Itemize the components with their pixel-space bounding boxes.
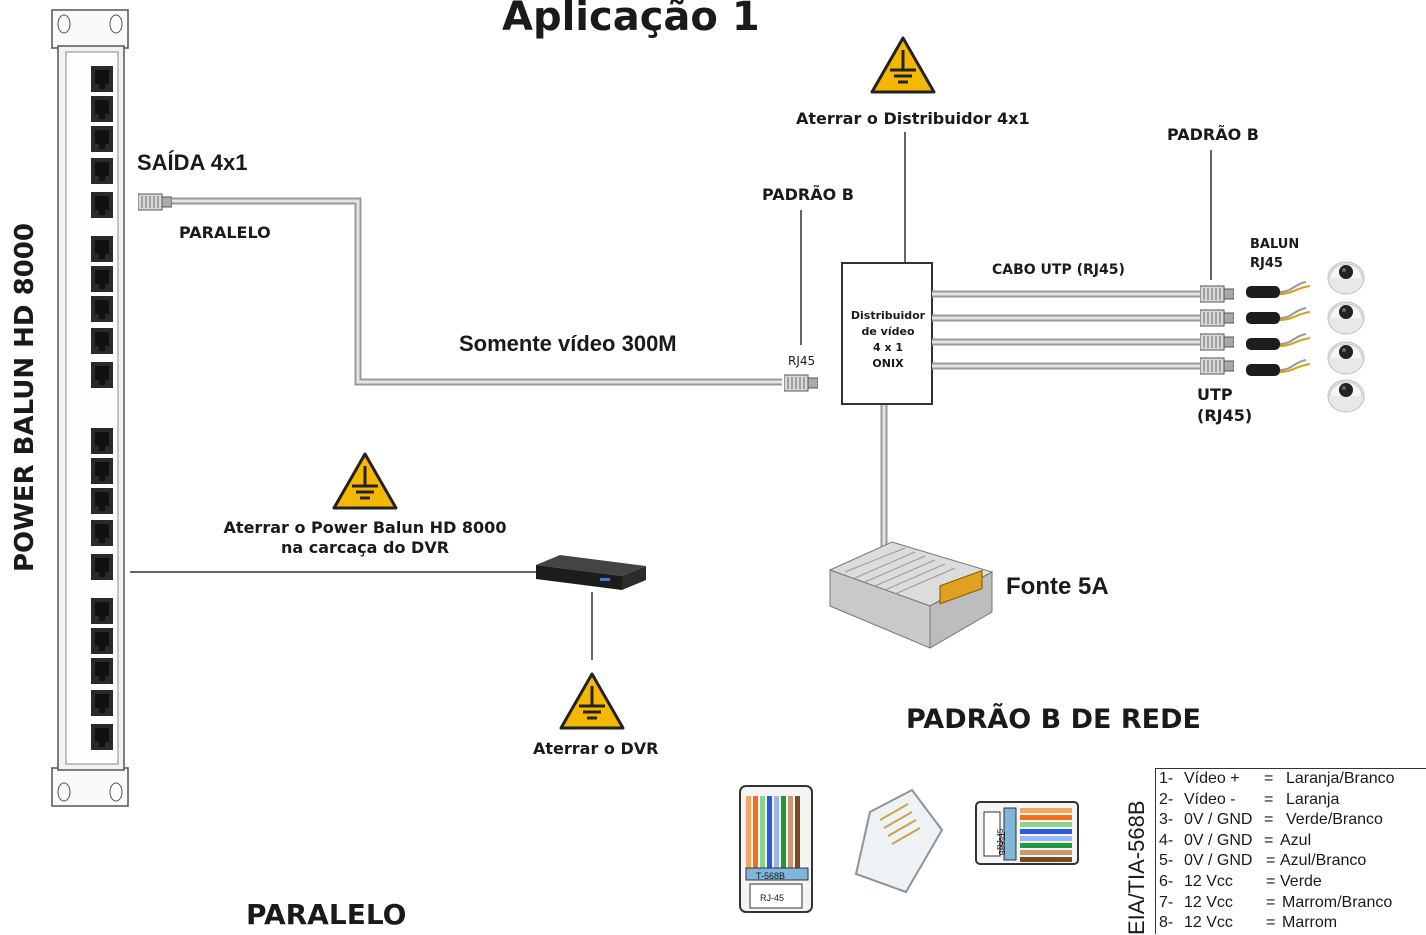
rj45-plug-icon — [854, 788, 944, 894]
pinout-row: 1- Vídeo + = Laranja/Branco — [1156, 769, 1426, 790]
distributor-label: Distribuidor de vídeo 4 x 1 ONIX — [842, 308, 934, 372]
pinout-row: 2- Vídeo - = Laranja — [1156, 790, 1426, 811]
pin-number: 8- — [1159, 914, 1174, 932]
ground-warning-icon — [870, 36, 936, 94]
pin-color: Azul — [1280, 831, 1312, 849]
utp-label: UTP — [1197, 385, 1233, 404]
pinout-standard-label: EIA/TIA-568B — [1124, 800, 1149, 935]
pin-signal: Vídeo - — [1184, 790, 1236, 808]
pin-signal: 0V / GND — [1184, 831, 1253, 849]
pin-number: 4- — [1159, 831, 1174, 849]
network-header: PADRÃO B DE REDE — [906, 704, 1201, 735]
pin-color: Verde/Branco — [1286, 811, 1383, 829]
balun-label-2: RJ45 — [1250, 256, 1283, 271]
ground-distributor-label: Aterrar o Distribuidor 4x1 — [796, 109, 1030, 128]
padrao-b-label-left: PADRÃO B — [762, 185, 854, 204]
power-supply-label: Fonte 5A — [1006, 573, 1109, 600]
utp-plug — [1200, 333, 1234, 351]
ground-warning-icon — [559, 672, 625, 730]
pin-separator: = — [1264, 811, 1274, 829]
pin-signal: 0V / GND — [1184, 811, 1253, 829]
pin-number: 5- — [1159, 852, 1174, 870]
distributor-line: de vídeo — [861, 325, 915, 338]
balun-icon — [1245, 359, 1311, 377]
page-title: Aplicação 1 — [502, 0, 760, 40]
balun-icon — [1245, 281, 1311, 299]
pin-number: 1- — [1159, 770, 1174, 787]
utp-plug — [1200, 357, 1234, 375]
power-supply-icon — [828, 541, 994, 649]
pinout-row: 7- 12 Vcc = Marrom/Branco — [1156, 893, 1426, 914]
pin-signal: Vídeo + — [1184, 770, 1240, 787]
balun-icon — [1245, 333, 1311, 351]
ground-power-balun-label: Aterrar o Power Balun HD 8000 na carcaça… — [200, 518, 530, 558]
rj45-side-icon — [975, 801, 1079, 865]
pinout-table: 1- Vídeo + = Laranja/Branco 2- Vídeo - =… — [1155, 768, 1426, 934]
video-cable — [170, 197, 782, 386]
pin-separator: = — [1266, 852, 1276, 870]
distributor-line: Distribuidor — [850, 309, 926, 322]
output-label: SAÍDA 4x1 — [137, 150, 248, 175]
pin-number: 2- — [1159, 790, 1174, 808]
pin-signal: 12 Vcc — [1184, 893, 1233, 911]
rj45-plug — [784, 374, 818, 392]
pin-separator: = — [1264, 770, 1274, 787]
pin-number: 3- — [1159, 811, 1174, 829]
pin-signal: 12 Vcc — [1184, 872, 1233, 890]
distributor-box — [841, 262, 933, 405]
pin-color: Marrom — [1282, 914, 1338, 932]
pinout-row: 3- 0V / GND = Verde/Branco — [1156, 810, 1426, 831]
connector-standard-label: T-568B — [756, 871, 786, 881]
cabo-utp-label: CABO UTP (RJ45) — [992, 262, 1125, 278]
pinout-row: 6- 12 Vcc = Verde — [1156, 872, 1426, 893]
video-cable-label: Somente vídeo 300M — [459, 331, 677, 356]
balun-icon — [1245, 307, 1311, 325]
pin-signal: 12 Vcc — [1184, 914, 1233, 932]
utp-label-2: (RJ45) — [1197, 406, 1253, 425]
rj45-tag: RJ45 — [788, 354, 816, 368]
camera-icon — [1327, 301, 1365, 335]
camera-icon — [1327, 261, 1365, 295]
rj45-front-icon — [739, 785, 813, 913]
utp-plug — [1200, 309, 1234, 327]
pin-color: Verde — [1280, 872, 1322, 890]
pin-color: Laranja — [1286, 790, 1340, 808]
pinout-row: 8- 12 Vcc = Marrom — [1156, 913, 1426, 934]
utp-cables — [932, 290, 1200, 370]
distributor-line: ONIX — [872, 357, 904, 370]
pin-separator: = — [1266, 893, 1276, 911]
device-label: POWER BALUN HD 8000 — [10, 223, 40, 572]
power-balun-panel — [51, 9, 129, 807]
pin-separator: = — [1264, 831, 1274, 849]
bottom-label: PARALELO — [246, 898, 407, 931]
pin-color: Laranja/Branco — [1286, 770, 1395, 787]
pin-number: 7- — [1159, 893, 1174, 911]
camera-icon — [1327, 341, 1365, 375]
ground-power-balun-line: na carcaça do DVR — [280, 538, 450, 557]
ground-power-balun-line: Aterrar o Power Balun HD 8000 — [223, 518, 507, 537]
camera-icon — [1327, 379, 1365, 413]
pinout-row: 5- 0V / GND = Azul/Branco — [1156, 851, 1426, 872]
output-plug — [138, 193, 172, 211]
output-mode-label: PARALELO — [179, 223, 271, 242]
utp-plug — [1200, 285, 1234, 303]
dvr-icon — [536, 555, 646, 590]
pin-number: 6- — [1159, 872, 1174, 890]
pin-separator: = — [1264, 790, 1274, 808]
ground-dvr-label: Aterrar o DVR — [533, 739, 659, 758]
balun-label: BALUN — [1250, 237, 1300, 252]
connector-jack-label: RJ-45 — [760, 893, 785, 903]
pinout-row: 4- 0V / GND = Azul — [1156, 831, 1426, 852]
ground-warning-icon — [332, 452, 398, 510]
padrao-b-label-right: PADRÃO B — [1167, 125, 1259, 144]
connector-side-label-2: RJ-45 — [996, 828, 1005, 850]
pin-color: Azul/Branco — [1280, 852, 1367, 870]
pin-color: Marrom/Branco — [1282, 893, 1393, 911]
pin-separator: = — [1266, 872, 1276, 890]
pin-signal: 0V / GND — [1184, 852, 1253, 870]
distributor-line: 4 x 1 — [872, 341, 904, 354]
pin-separator: = — [1266, 914, 1276, 932]
